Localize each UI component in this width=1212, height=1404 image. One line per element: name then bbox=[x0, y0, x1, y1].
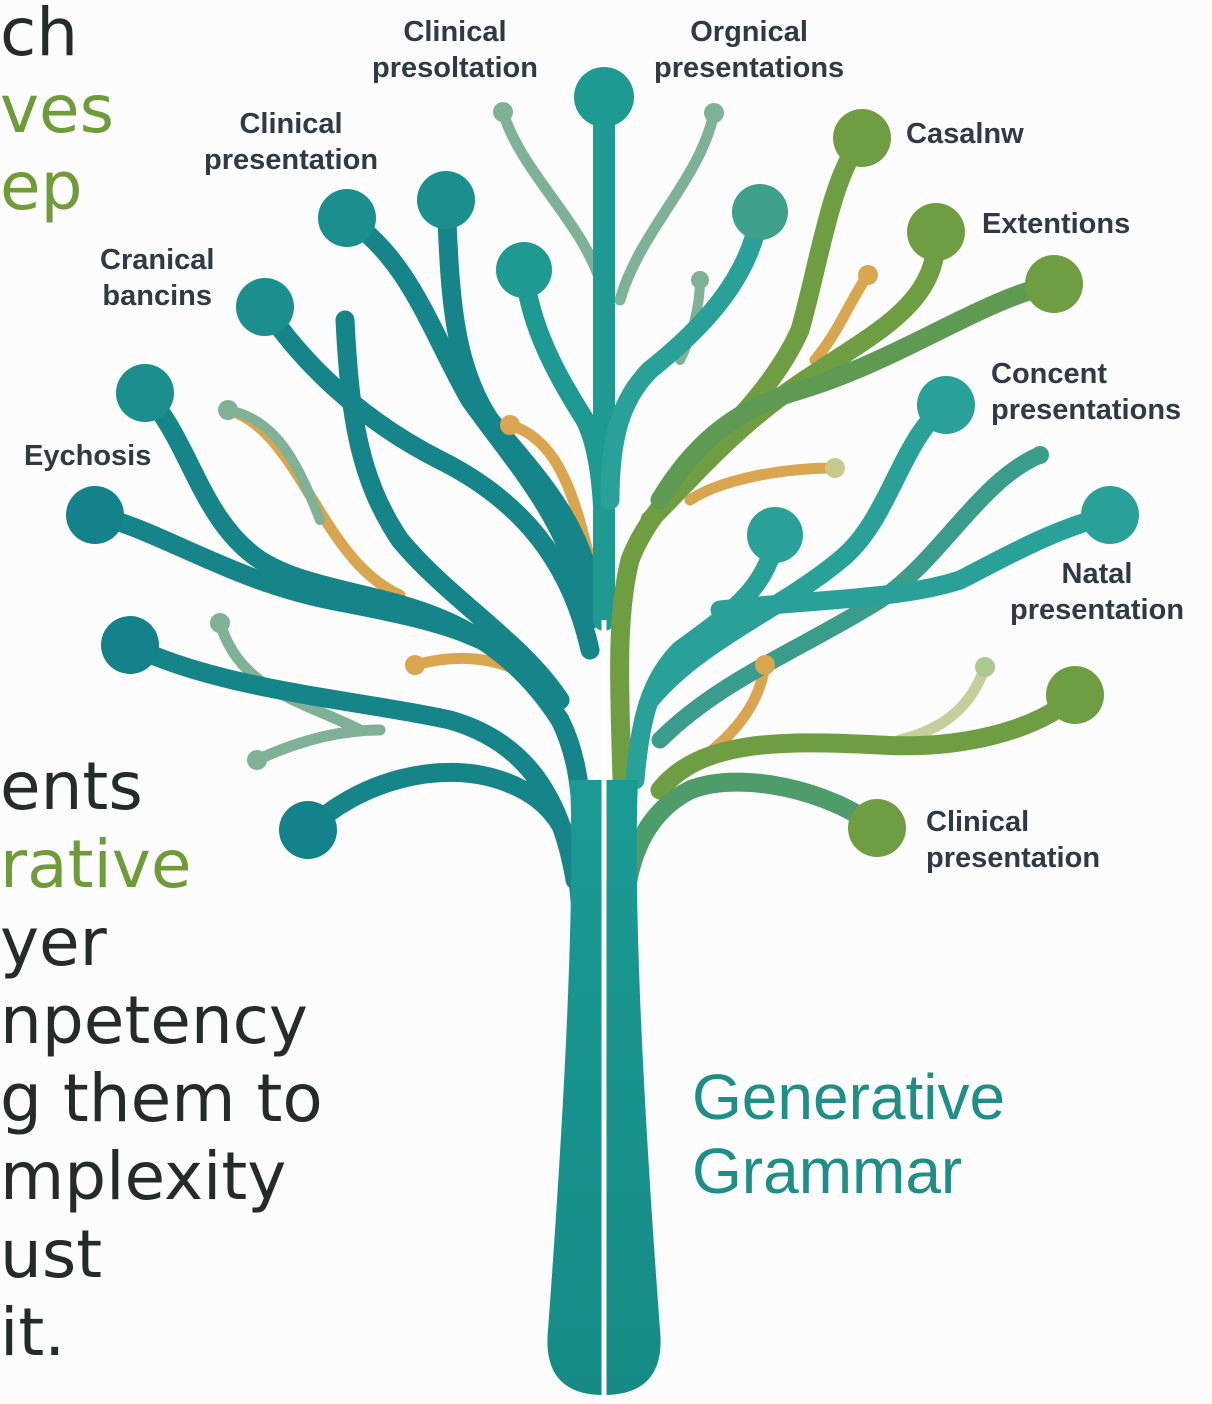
node-eychosis bbox=[66, 486, 124, 544]
tree-trunk bbox=[547, 620, 661, 1404]
label-eychosis: Eychosis bbox=[24, 440, 152, 472]
node-orgnical bbox=[732, 184, 788, 240]
node-left-lower bbox=[279, 801, 337, 859]
label-clinical-presoltation: Clinical presoltation bbox=[372, 16, 538, 84]
node-concent bbox=[917, 376, 975, 434]
label-casalnw: Casalnw bbox=[906, 118, 1024, 150]
left-text-line: ust bbox=[0, 1216, 103, 1293]
node-clinical-presentation-bottom bbox=[848, 799, 906, 857]
node-clinical-presentation-top-b bbox=[417, 171, 475, 229]
node-clinical-presentation-top-a bbox=[318, 189, 376, 247]
node-top-center bbox=[574, 67, 634, 127]
left-text-line: rative bbox=[0, 826, 192, 903]
left-text-line: npetency bbox=[0, 982, 308, 1059]
node-left-middle bbox=[101, 616, 159, 674]
label-cranical-bancins: Cranical bancins bbox=[100, 244, 215, 312]
left-text-line: ents bbox=[0, 748, 143, 825]
left-text-line: ves bbox=[0, 71, 115, 148]
left-text-line: g them to bbox=[0, 1060, 323, 1137]
label-clinical-presentation-bottom: Clinical presentation bbox=[926, 806, 1101, 874]
label-concent-presentations: Concent presentations bbox=[991, 358, 1182, 426]
node-natal bbox=[1081, 486, 1139, 544]
label-natal-presentation: Natal presentation bbox=[1010, 558, 1185, 626]
left-text-line: it. bbox=[0, 1294, 66, 1371]
accent-branches bbox=[214, 106, 991, 766]
left-text-line: yer bbox=[0, 904, 107, 981]
node-right-lower bbox=[1046, 666, 1104, 724]
node-extentions-b bbox=[1025, 255, 1083, 313]
label-extentions: Extentions bbox=[982, 208, 1131, 240]
node-extentions-a bbox=[907, 203, 965, 261]
left-text-line: ep bbox=[0, 148, 83, 225]
label-clinical-presentation-top: Clinical presentation bbox=[204, 108, 379, 176]
branch-nodes bbox=[66, 67, 1139, 859]
left-cropped-text-bottom: ents rative yer npetency g them to mplex… bbox=[0, 748, 323, 1372]
left-text-line: mplexity bbox=[0, 1138, 287, 1215]
node-cranical-bancins bbox=[236, 278, 294, 336]
node-center-left bbox=[496, 242, 552, 298]
left-text-line: ch bbox=[0, 0, 79, 71]
node-right-middle bbox=[747, 507, 803, 563]
node-eychosis-upper bbox=[116, 364, 174, 422]
tree-title: Generative Grammar bbox=[692, 1061, 1006, 1207]
label-orgnical-presentations: Orgnical presentations bbox=[654, 16, 845, 84]
left-cropped-text-top: ch ves ep bbox=[0, 0, 114, 225]
node-casalnw bbox=[833, 109, 891, 167]
right-branches bbox=[600, 128, 1120, 910]
center-branches bbox=[514, 86, 615, 631]
